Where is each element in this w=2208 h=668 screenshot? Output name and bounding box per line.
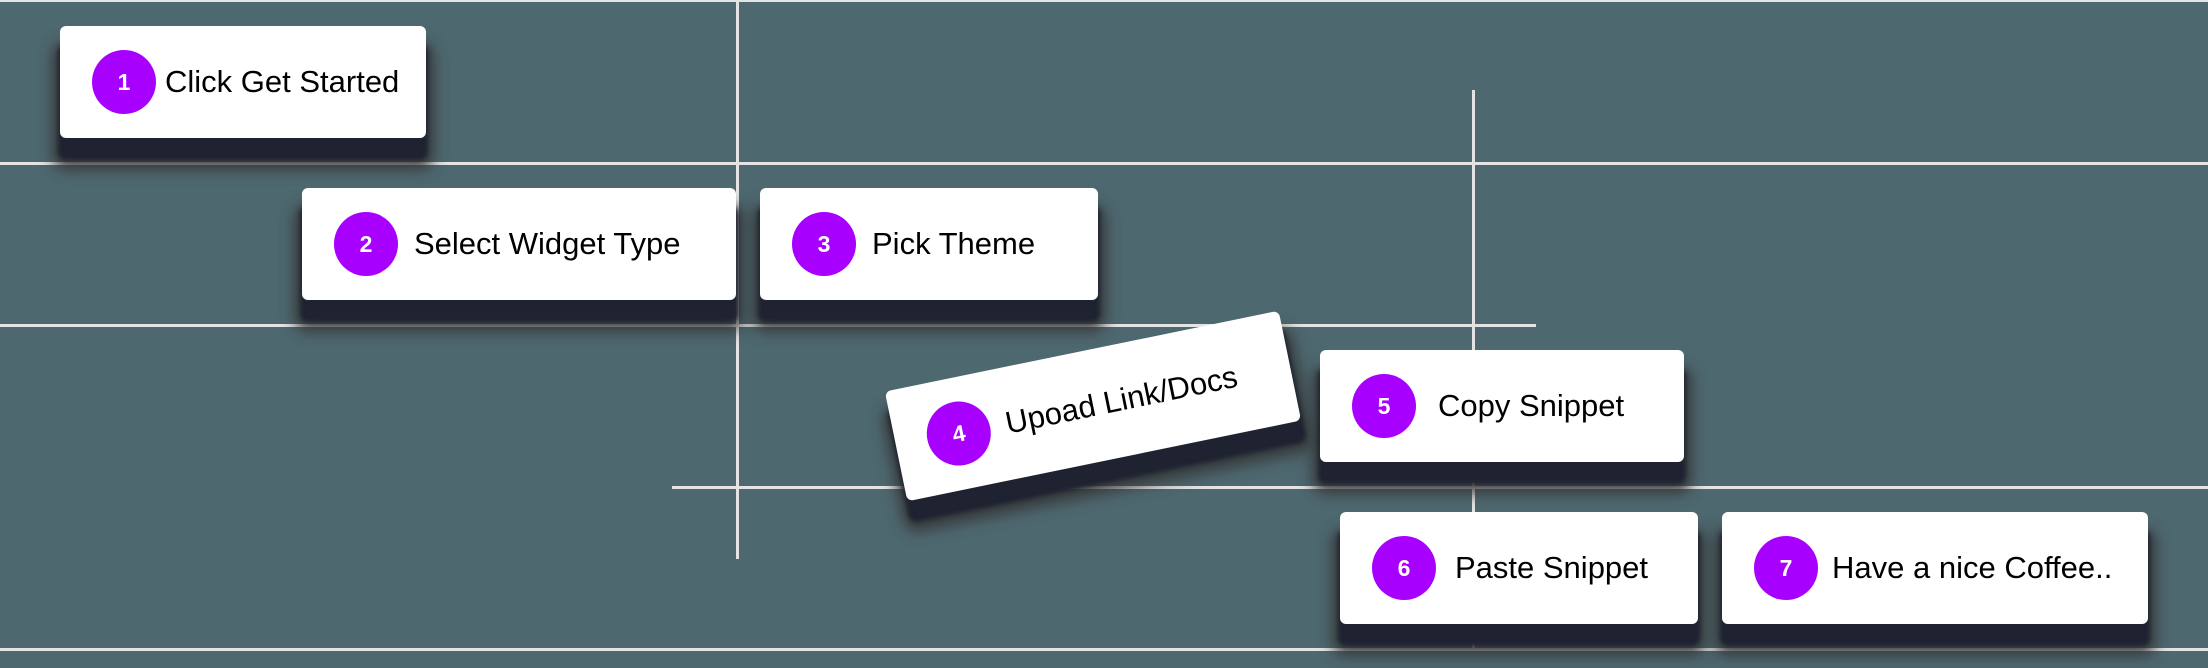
step-card-5: 5 Copy Snippet: [1320, 350, 1684, 462]
step-number-badge: 5: [1352, 374, 1416, 438]
step-card-2: 2 Select Widget Type: [302, 188, 736, 300]
grid-line-top: [0, 0, 2208, 2]
step-label: Click Get Started: [165, 64, 400, 99]
step-number-badge: 6: [1372, 536, 1436, 600]
step-number-badge: 1: [92, 50, 156, 114]
grid-line-col-1: [736, 0, 739, 559]
step-label: Upoad Link/Docs: [1002, 358, 1241, 441]
step-card-3: 3 Pick Theme: [760, 188, 1098, 300]
step-card-4: 4 Upoad Link/Docs: [884, 310, 1302, 502]
grid-line-bottom: [0, 648, 2208, 651]
step-label: Select Widget Type: [414, 226, 681, 261]
grid-line-row-2: [0, 324, 1536, 327]
step-number-badge: 3: [792, 212, 856, 276]
grid-line-row-1: [0, 162, 2208, 165]
step-label: Have a nice Coffee..: [1832, 550, 2113, 585]
step-card-7: 7 Have a nice Coffee..: [1722, 512, 2148, 624]
step-label: Pick Theme: [872, 226, 1036, 261]
step-label: Paste Snippet: [1455, 550, 1649, 585]
step-number-badge: 2: [334, 212, 398, 276]
step-card-1: 1 Click Get Started: [60, 26, 426, 138]
step-label: Copy Snippet: [1438, 388, 1625, 423]
step-number-badge: 7: [1754, 536, 1818, 600]
step-number-badge: 4: [921, 395, 997, 472]
grid-line-row-3: [672, 486, 2208, 489]
step-card-6: 6 Paste Snippet: [1340, 512, 1698, 624]
